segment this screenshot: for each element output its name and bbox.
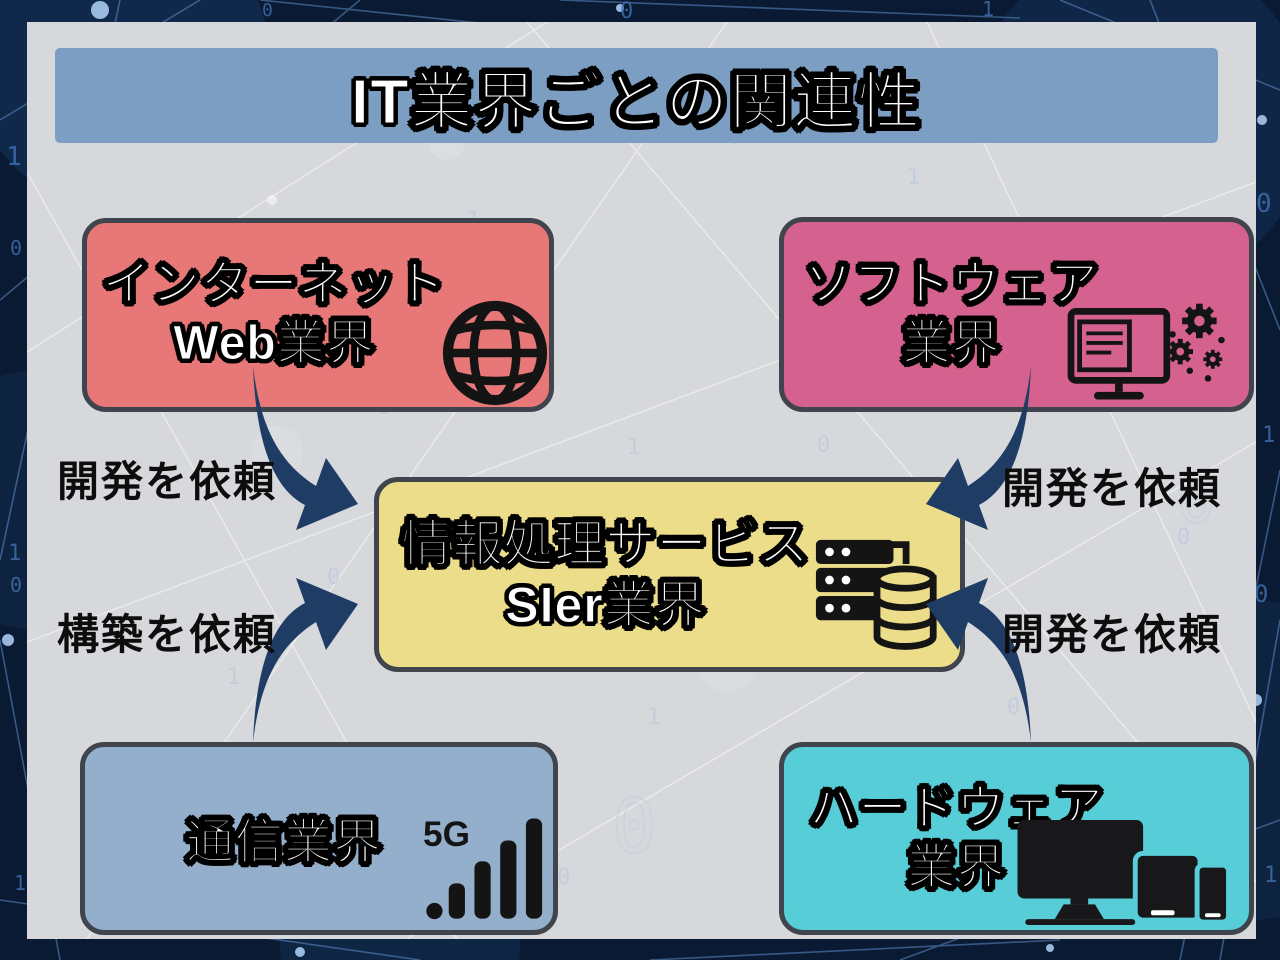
gear-large	[1182, 303, 1217, 339]
svg-text:0: 0	[612, 784, 657, 870]
box-software: ソフトウェア 業界	[779, 217, 1254, 412]
5g-label: 5G	[423, 815, 470, 854]
sier-line1: 情報処理サービス	[401, 515, 810, 572]
box-internet-web: インターネット Web業界	[82, 218, 554, 412]
svg-text:1: 1	[1264, 863, 1277, 888]
box-telecom-label: 通信業界	[85, 747, 553, 930]
svg-text:0: 0	[10, 573, 22, 597]
sier-line2: SIer業界	[505, 576, 706, 633]
svg-text:0: 0	[1256, 189, 1272, 219]
internet-line2: Web業界	[173, 317, 375, 371]
svg-text:1: 1	[8, 541, 21, 566]
hardware-line2: 業界	[907, 840, 1006, 894]
title-bar: IT業界ごとの関連性	[55, 48, 1218, 143]
svg-text:0: 0	[1007, 695, 1020, 720]
svg-text:0: 0	[557, 865, 570, 890]
svg-text:0: 0	[1177, 464, 1216, 538]
page-title: IT業界ごとの関連性	[351, 67, 922, 137]
svg-text:1: 1	[6, 142, 22, 172]
software-line2: 業界	[902, 316, 1001, 370]
label-request-dev-top-left: 開発を依頼	[57, 458, 278, 505]
svg-text:0: 0	[1254, 580, 1268, 608]
svg-text:1: 1	[14, 871, 26, 895]
gear-small	[1203, 349, 1223, 369]
label-request-dev-top-right: 開発を依頼	[1002, 465, 1223, 512]
svg-text:1: 1	[907, 165, 920, 190]
server-database-icon	[815, 539, 937, 650]
5g-signal-icon: 5G	[423, 815, 543, 920]
svg-text:1: 1	[982, 0, 994, 21]
monitor-gears-icon	[1067, 303, 1225, 400]
box-hardware: ハードウェア 業界	[779, 742, 1254, 935]
software-line1: ソフトウェア	[804, 257, 1099, 311]
globe-icon	[442, 300, 548, 406]
svg-text:0: 0	[10, 236, 22, 260]
telecom-line1: 通信業界	[185, 816, 382, 870]
box-sier-label: 情報処理サービス SIer業界	[379, 482, 960, 667]
devices-icon	[1017, 820, 1229, 926]
svg-text:0: 0	[327, 565, 340, 590]
box-telecom: 通信業界 5G	[80, 742, 558, 935]
svg-text:1: 1	[1262, 423, 1275, 448]
box-internet-web-label: インターネット Web業界	[87, 223, 549, 407]
svg-text:0: 0	[262, 0, 273, 21]
svg-text:1: 1	[627, 435, 640, 460]
svg-text:1: 1	[647, 705, 660, 730]
label-request-dev-bottom-right: 開発を依頼	[1002, 611, 1223, 658]
svg-text:1: 1	[227, 665, 240, 690]
label-request-build-bottom-left: 構築を依頼	[57, 611, 278, 658]
internet-line1: インターネット	[102, 258, 446, 312]
svg-text:0: 0	[620, 0, 633, 24]
svg-text:0: 0	[817, 433, 830, 458]
svg-text:0: 0	[1177, 525, 1190, 550]
box-sier: 情報処理サービス SIer業界	[374, 477, 965, 672]
content-panel: 10 10 01 01 01 01 00 1 0 0 IT業界ごとの関連性 イン…	[27, 22, 1256, 939]
box-software-label: ソフトウェア 業界	[784, 222, 1249, 407]
gear-medium	[1167, 338, 1193, 365]
